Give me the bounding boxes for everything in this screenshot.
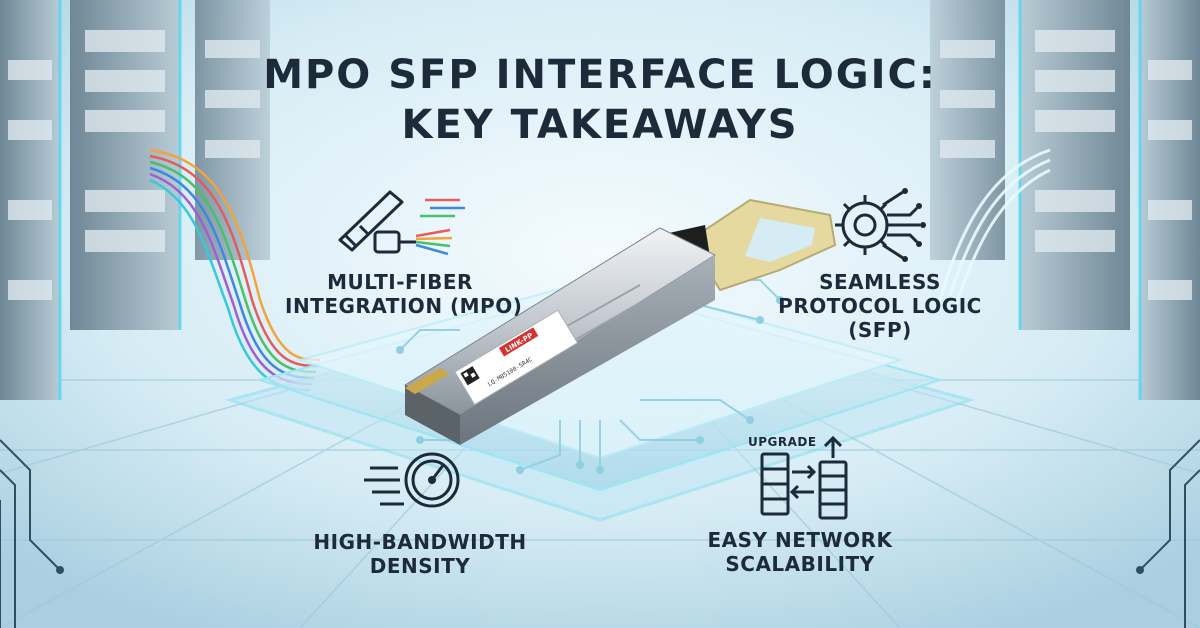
feature-scalability-line2: SCALABILITY <box>725 552 875 576</box>
feature-scalability-line1: EASY NETWORK <box>707 528 893 552</box>
feature-bandwidth: HIGH-BANDWIDTH DENSITY <box>300 440 540 578</box>
page-title-line1: MPO SFP INTERFACE LOGIC: <box>263 52 937 98</box>
feature-protocol: SEAMLESS PROTOCOL LOGIC (SFP) <box>775 180 985 342</box>
feature-multi-fiber-line2: INTEGRATION (MPO) <box>285 294 523 318</box>
transceiver-cable-icon <box>338 190 465 256</box>
glass-platform <box>224 276 976 522</box>
right-server-racks <box>930 0 1200 400</box>
feature-protocol-line2: PROTOCOL LOGIC <box>778 294 982 318</box>
feature-bandwidth-line1: HIGH-BANDWIDTH <box>313 530 527 554</box>
upgrade-caption: UPGRADE <box>748 435 817 449</box>
gear-circuit-icon <box>835 188 926 262</box>
speedometer-icon <box>364 452 460 508</box>
transceiver-module: LINK-PP LQ-M85100-SR4C <box>404 198 837 445</box>
feature-protocol-line3: (SFP) <box>848 318 912 342</box>
feature-multi-fiber: MULTI-FIBER INTEGRATION (MPO) <box>285 180 523 318</box>
feature-bandwidth-line2: DENSITY <box>369 554 471 578</box>
feature-scalability: UPGRADE EASY NETWORK SCALABILITY <box>700 428 900 576</box>
corner-circuit-traces <box>0 439 1200 628</box>
page-title-line2: KEY TAKEAWAYS <box>401 102 799 148</box>
feature-multi-fiber-line1: MULTI-FIBER <box>327 270 473 294</box>
feature-protocol-line1: SEAMLESS <box>819 270 941 294</box>
server-upgrade-icon <box>760 435 848 520</box>
left-server-racks <box>0 0 321 400</box>
